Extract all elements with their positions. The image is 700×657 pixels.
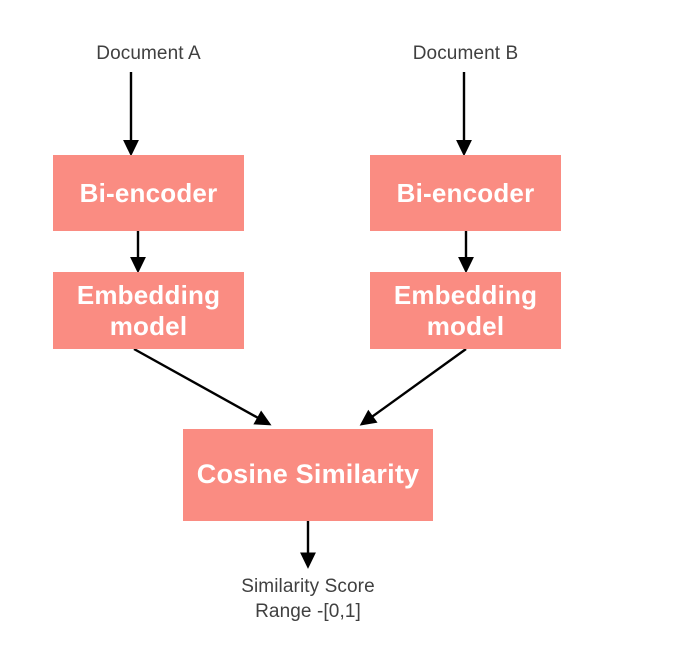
node-embedding-model-left-label: Embedding model <box>76 279 221 341</box>
node-bi-encoder-left[interactable]: Bi-encoder <box>53 155 244 231</box>
node-embedding-model-right[interactable]: Embedding model <box>370 272 561 349</box>
node-embedding-model-left[interactable]: Embedding model <box>53 272 244 349</box>
label-similarity-score-line2: Range -[0,1] <box>255 601 361 622</box>
node-bi-encoder-left-label: Bi-encoder <box>79 177 218 208</box>
node-embedding-model-right-label: Embedding model <box>393 279 538 341</box>
node-bi-encoder-right-label: Bi-encoder <box>396 177 535 208</box>
node-cosine-similarity[interactable]: Cosine Similarity <box>183 429 433 521</box>
node-bi-encoder-right[interactable]: Bi-encoder <box>370 155 561 231</box>
label-document-b: Document B <box>412 43 519 64</box>
arrow-embedding-right-to-cosine <box>359 348 467 426</box>
node-cosine-similarity-label: Cosine Similarity <box>196 459 420 490</box>
label-similarity-score-line1: Similarity Score <box>241 576 375 597</box>
label-document-a: Document A <box>96 43 201 64</box>
arrow-embedding-left-to-cosine <box>133 347 272 426</box>
